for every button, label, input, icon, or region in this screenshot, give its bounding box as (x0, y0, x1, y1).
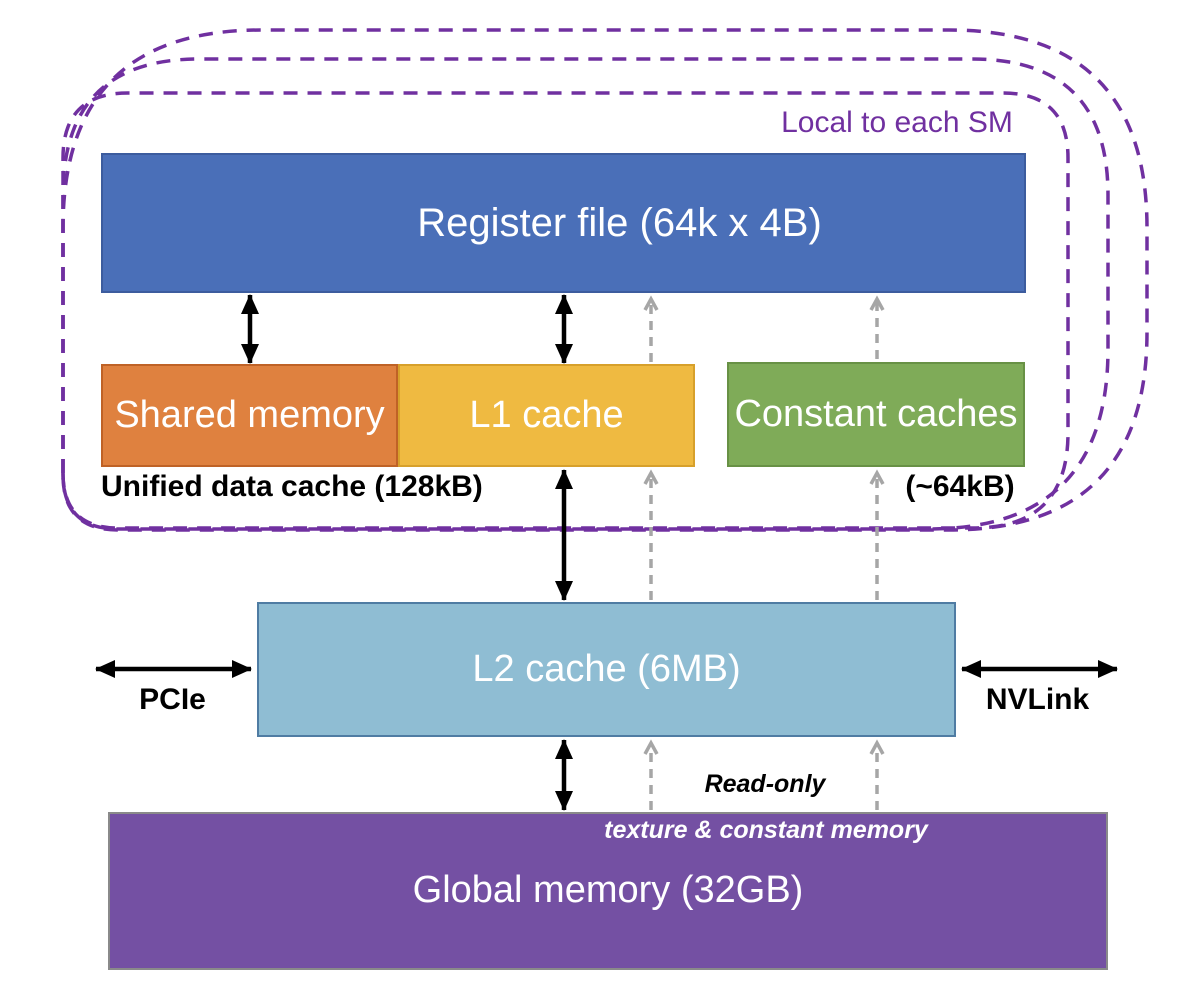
readonly-note-line2: texture & constant memory (604, 816, 928, 844)
global-memory-label: Global memory (32GB) (412, 869, 804, 912)
local-to-each-sm-label: Local to each SM (781, 106, 1013, 139)
unified-data-cache-note: Unified data cache (128kB) (101, 470, 483, 503)
constant-caches-box: Constant caches (727, 362, 1025, 467)
l1-cache-box: L1 cache (398, 364, 695, 467)
l2-cache-box: L2 cache (6MB) (257, 602, 956, 737)
l1-cache-label: L1 cache (469, 393, 624, 436)
nvlink-label: NVLink (985, 683, 1090, 716)
readonly-note-line1: Read-only (704, 770, 826, 798)
global-memory-box: Global memory (32GB) (108, 812, 1108, 970)
register-file-box: Register file (64k x 4B) (101, 153, 1026, 293)
shared-memory-label: Shared memory (114, 393, 385, 436)
register-file-label: Register file (64k x 4B) (417, 201, 822, 245)
constant-caches-label: Constant caches (734, 392, 1018, 435)
shared-memory-box: Shared memory (101, 364, 398, 467)
l2-cache-label: L2 cache (6MB) (472, 647, 741, 690)
pcie-label: PCIe (139, 683, 206, 716)
constant-caches-size-note: (~64kB) (905, 470, 1015, 503)
